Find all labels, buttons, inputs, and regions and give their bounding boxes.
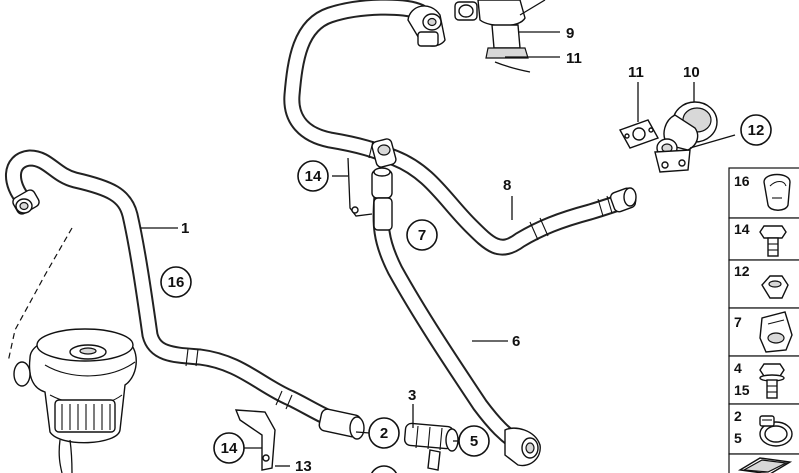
callout-9: 9 — [566, 25, 574, 42]
legend-label-2: 2 — [734, 408, 742, 424]
callout-3: 3 — [408, 387, 416, 404]
callout-13: 13 — [295, 458, 312, 473]
callout-2-circle — [368, 417, 400, 449]
callout-7-circle — [406, 219, 438, 251]
legend-label-7: 7 — [734, 314, 742, 330]
hose-8-right-connector — [609, 187, 637, 213]
callout-5-circle — [458, 425, 490, 457]
callout-4-partial-circle — [370, 465, 398, 473]
hose-clamp-icon — [759, 415, 793, 447]
callout-14-upper: 14 — [305, 168, 322, 185]
legend-label-15: 15 — [734, 382, 750, 398]
callout-2: 2 — [380, 425, 388, 442]
pump-connection-dashed-line — [7, 227, 73, 363]
callout-1: 1 — [181, 220, 189, 237]
leader-lines — [140, 31, 695, 467]
hose-1-connector — [12, 189, 40, 215]
hose-1 — [5, 149, 349, 432]
hose-8 — [283, 0, 637, 256]
hose-8-upper-fitting — [407, 5, 446, 47]
bracket-14-lower — [234, 409, 276, 471]
legend-label-5: 5 — [734, 430, 742, 446]
callout-5: 5 — [470, 433, 478, 450]
legend-row-14 — [728, 217, 799, 261]
connector-3 — [403, 422, 459, 471]
callout-11-top: 11 — [566, 50, 582, 67]
callout-10: 10 — [683, 64, 700, 81]
callout-12: 12 — [748, 122, 765, 139]
hose-clip-icon — [759, 311, 793, 353]
hex-nut-icon — [761, 275, 789, 299]
callout-14-upper-circle — [297, 160, 329, 192]
callout-12-circle — [740, 114, 772, 146]
callout-8: 8 — [503, 177, 511, 194]
legend-label-14: 14 — [734, 221, 750, 237]
secondary-air-pump — [13, 328, 137, 473]
gasket-11-top — [494, 61, 531, 73]
hex-bolt-icon — [759, 225, 787, 257]
diagram-ref-icon — [737, 457, 793, 473]
parts-legend: 16 14 12 7 4 — [728, 167, 799, 473]
hose-6-upper-fitting — [371, 167, 393, 231]
hose-6 — [372, 186, 529, 454]
spring-clip-icon — [763, 173, 791, 211]
valve-9 — [454, 0, 546, 59]
gasket-11 — [618, 119, 660, 149]
flange-bolt-icon — [759, 363, 785, 399]
bracket-14-upper — [347, 157, 373, 217]
legend-label-4: 4 — [734, 360, 742, 376]
hose-t-junction — [371, 138, 397, 168]
callout-14-lower-circle — [213, 432, 245, 464]
callout-11-mid: 11 — [628, 64, 644, 81]
callout-6: 6 — [512, 333, 520, 350]
legend-label-16: 16 — [734, 173, 750, 189]
hose-1-end-fitting — [318, 408, 365, 440]
callout-16-circle — [160, 266, 192, 298]
hose-6-lower-fitting — [504, 427, 541, 467]
legend-label-12: 12 — [734, 263, 750, 279]
callout-16: 16 — [168, 274, 185, 291]
callout-7: 7 — [418, 227, 426, 244]
valve-10 — [654, 101, 736, 173]
callout-14-lower: 14 — [221, 440, 238, 457]
